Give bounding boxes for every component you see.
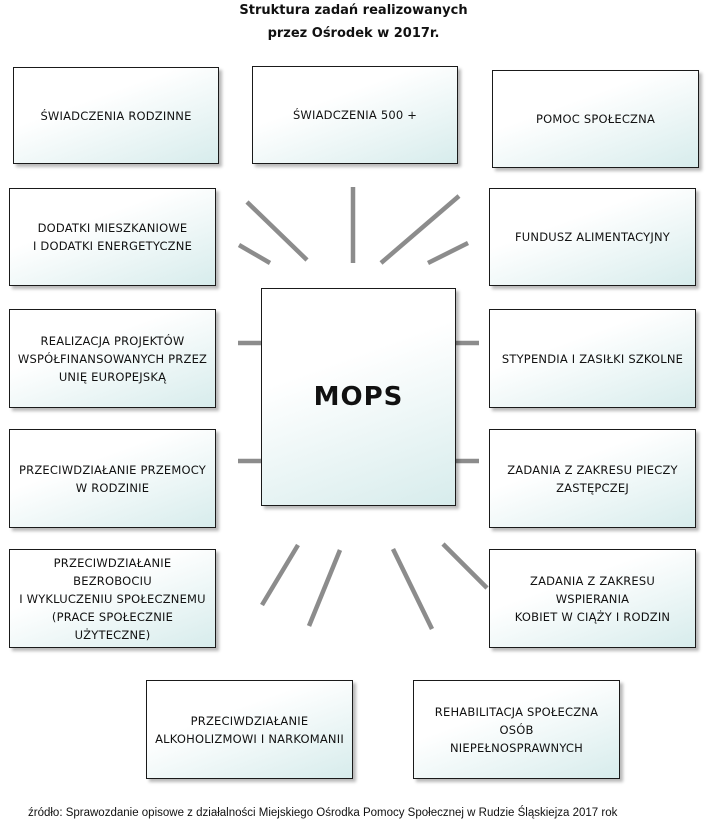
center-label: MOPS (313, 382, 404, 412)
ray-bottom-1 (260, 543, 300, 607)
box-label: PRZECIWDZIAŁANIE PRZEMOCY W RODZINIE (19, 462, 206, 495)
ray-top-right-1 (379, 194, 461, 265)
box-label: STYPENDIA I ZASIŁKI SZKOLNE (501, 351, 684, 366)
ray-bottom-3 (390, 548, 435, 630)
box-swiadczenia-rodzinne: ŚWIADCZENIA RODZINNE (13, 67, 219, 164)
box-dodatki-mieszkaniowe: DODATKI MIESZKANIOWE I DODATKI ENERGETYC… (9, 188, 216, 286)
box-projekty-ue: REALIZACJA PROJEKTÓW WSPÓŁFINANSOWANYCH … (9, 309, 216, 408)
box-label: ZADANIA Z ZAKRESU PIECZY ZASTĘPCZEJ (507, 462, 678, 495)
ray-bottom-4 (441, 542, 489, 590)
box-mops-center: MOPS (261, 288, 456, 506)
box-label: REHABILITACJA SPOŁECZNA OSÓB NIEPEŁNOSPR… (434, 704, 599, 755)
box-pomoc-spoleczna: POMOC SPOŁECZNA (492, 70, 699, 168)
box-rehabilitacja: REHABILITACJA SPOŁECZNA OSÓB NIEPEŁNOSPR… (413, 680, 620, 779)
ray-bottom-2 (306, 549, 343, 627)
box-alkoholizm: PRZECIWDZIAŁANIE ALKOHOLIZMOWI I NARKOMA… (146, 680, 353, 779)
box-piecza: ZADANIA Z ZAKRESU PIECZY ZASTĘPCZEJ (489, 429, 696, 528)
box-label: PRZECIWDZIAŁANIE BEZROBOCIU I WYKLUCZENI… (19, 555, 206, 642)
box-label: ŚWIADCZENIA 500 + (292, 108, 418, 122)
ray-top-left-2 (237, 243, 272, 265)
diagram-title-line-2: przez Ośrodek w 2017r. (267, 26, 440, 41)
box-przemoc: PRZECIWDZIAŁANIE PRZEMOCY W RODZINIE (9, 429, 216, 528)
box-fundusz-alimentacyjny: FUNDUSZ ALIMENTACYJNY (489, 188, 696, 286)
box-label: FUNDUSZ ALIMENTACYJNY (514, 230, 671, 244)
box-bezrobocie: PRZECIWDZIAŁANIE BEZROBOCIU I WYKLUCZENI… (9, 549, 216, 648)
box-label: POMOC SPOŁECZNA (535, 112, 656, 126)
box-label: REALIZACJA PROJEKTÓW WSPÓŁFINANSOWANYCH … (17, 333, 208, 384)
box-label: ZADANIA Z ZAKRESU WSPIERANIA KOBIET W CI… (514, 573, 671, 624)
box-label: DODATKI MIESZKANIOWE I DODATKI ENERGETYC… (32, 221, 193, 253)
diagram-title-line-1: Struktura zadań realizowanych (239, 3, 468, 18)
box-swiadczenia-500: ŚWIADCZENIA 500 + (252, 66, 458, 164)
box-stypendia: STYPENDIA I ZASIŁKI SZKOLNE (489, 309, 696, 408)
box-wspieranie-kobiet: ZADANIA Z ZAKRESU WSPIERANIA KOBIET W CI… (489, 549, 696, 648)
ray-top-right-2 (426, 240, 470, 266)
box-label: ŚWIADCZENIA RODZINNE (40, 108, 192, 123)
box-label: PRZECIWDZIAŁANIE ALKOHOLIZMOWI I NARKOMA… (155, 713, 344, 746)
source-note: źródło: Sprawozdanie opisowe z działalno… (28, 807, 618, 819)
ray-top-left-1 (245, 200, 309, 262)
